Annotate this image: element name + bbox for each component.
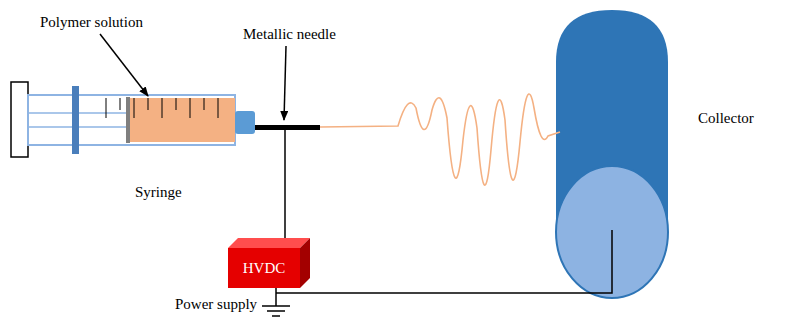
box-label: HVDC — [243, 260, 286, 277]
part-label: Power supply — [175, 296, 257, 313]
part-label: Collector — [698, 110, 754, 127]
wires — [276, 128, 612, 306]
ground-symbol — [262, 306, 290, 316]
leader-arrows — [100, 34, 286, 120]
part-label: Polymer solution — [40, 14, 143, 31]
part-label: Metallic needle — [243, 26, 336, 43]
power-supply-box — [228, 238, 310, 288]
fiber-jet — [320, 94, 560, 185]
part-label: Syringe — [135, 184, 182, 201]
syringe — [11, 82, 320, 157]
power-supply-box: HVDC — [228, 248, 300, 288]
